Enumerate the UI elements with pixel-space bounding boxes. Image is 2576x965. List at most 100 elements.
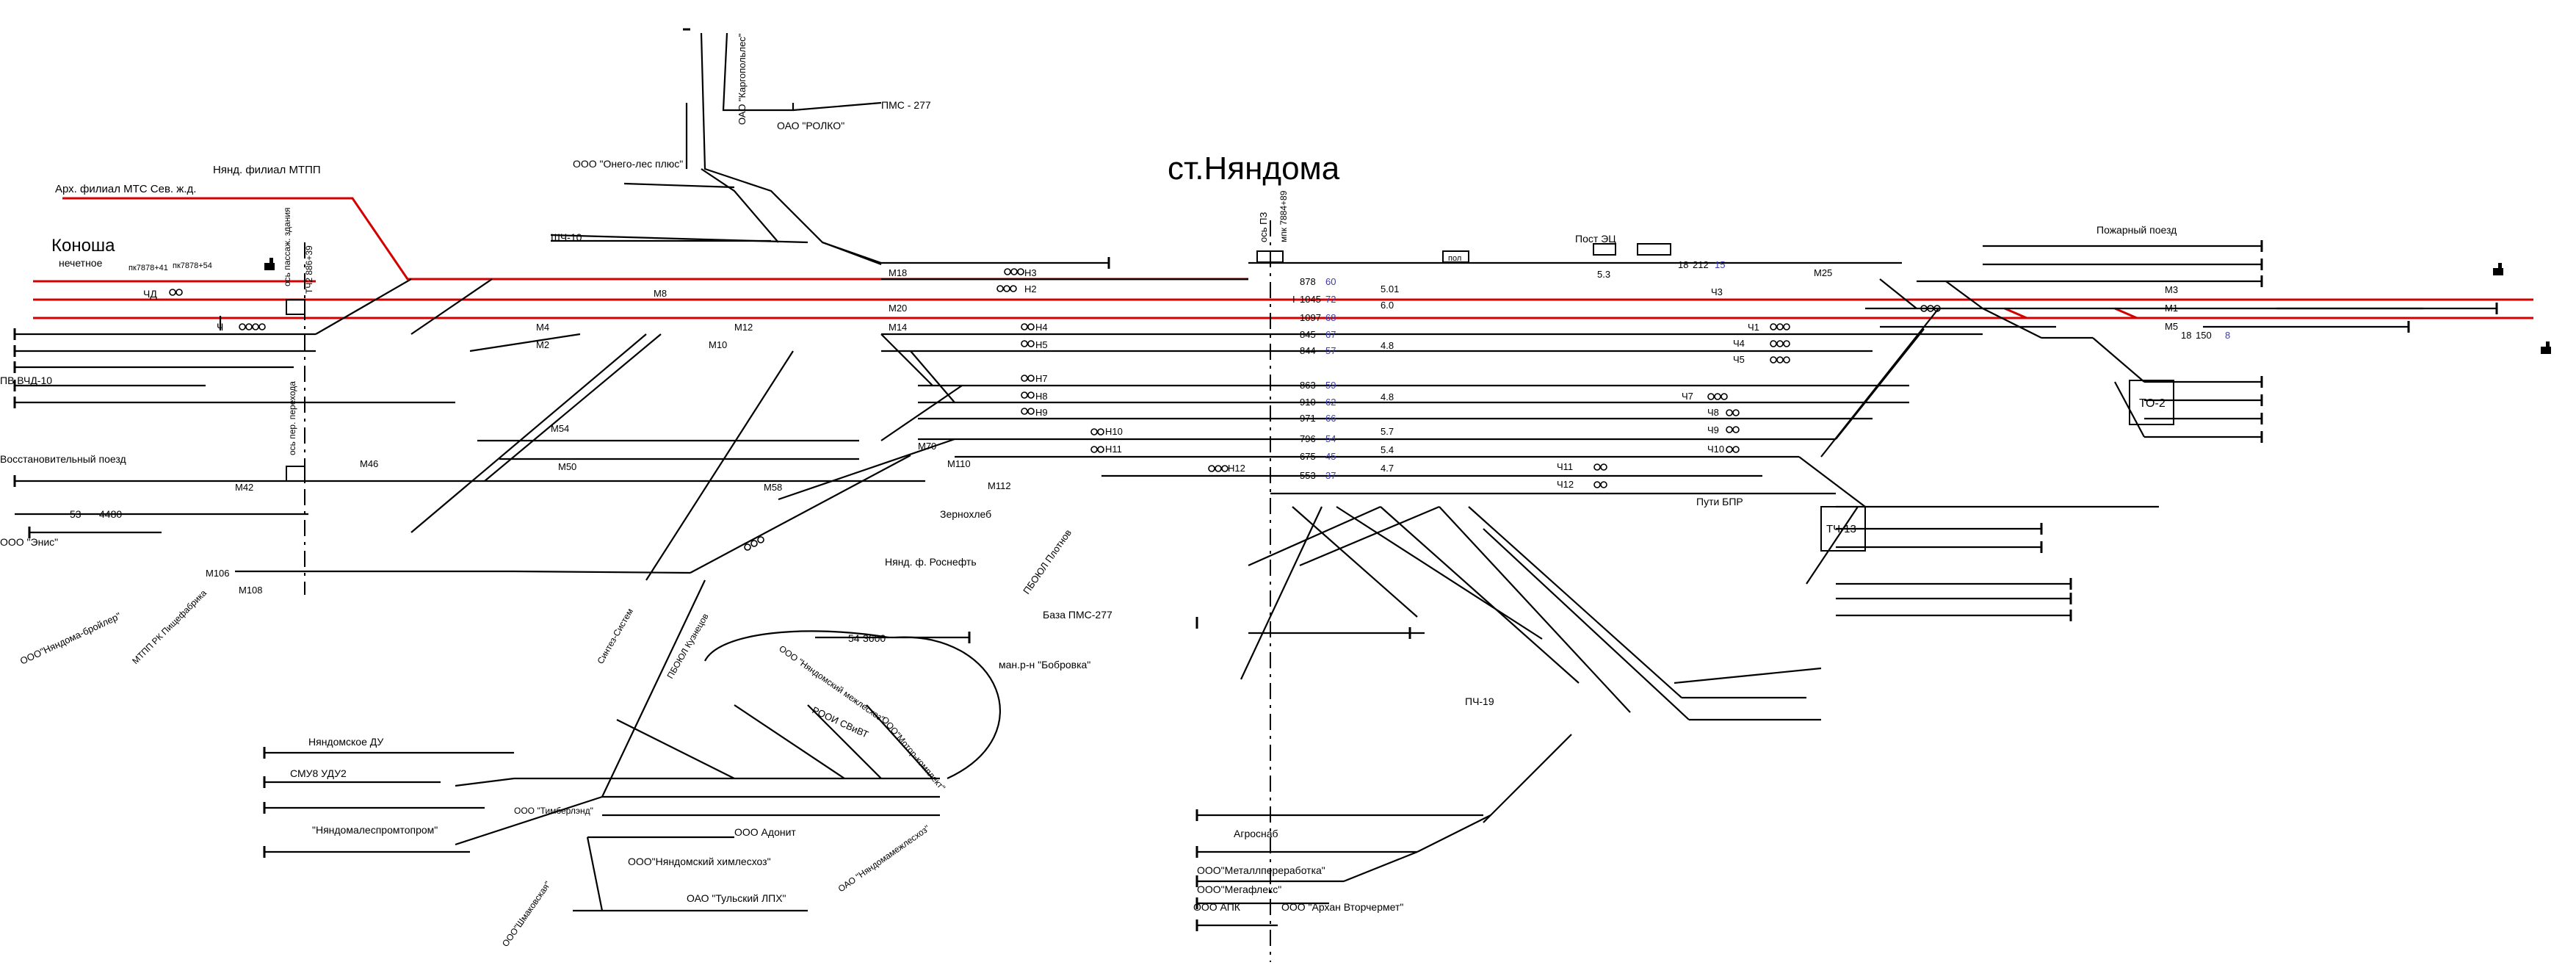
label-zernohleb: Зернохлеб [940,508,991,520]
svg-text:Ч11: Ч11 [1557,461,1573,472]
label-onego: ООО "Онего-лес плюс" [573,158,683,170]
label-pos-pass: ось пассаж. здания [282,207,292,286]
svg-text:5.3: 5.3 [1597,269,1610,280]
track-5-num: 844 [1300,345,1316,356]
label-sintez: Синтез-Систем [595,607,635,666]
svg-text:М20: М20 [889,303,907,314]
track-11-num: 675 [1300,451,1316,462]
track-5-extra: 4.8 [1381,340,1394,351]
label-pch-vchd: ПВ ВЧД-10 [0,375,52,386]
track-11-extra: 5.4 [1381,444,1394,455]
track-I-extra: 6.0 [1381,300,1394,311]
ark-filial-line [62,197,1248,281]
label-nyand-rosneft: Нянд. ф. Роснефть [885,556,977,568]
svg-text:М46: М46 [360,458,378,469]
svg-text:М70: М70 [918,441,936,452]
tch13-building [1820,506,1866,552]
track-I-len: 72 [1325,294,1336,305]
label-shch: ШЧ-10 [551,231,582,243]
svg-text:М110: М110 [947,458,971,469]
label-tulsky: ОАО "Тульский ЛПХ" [687,892,786,904]
label-west-sub: нечетное [59,257,103,269]
track-7-num: 863 [1300,380,1316,391]
label-os-pz: ось ПЗ [1258,212,1269,242]
track-8-extra: 4.8 [1381,391,1394,402]
svg-text:Ч5: Ч5 [1733,354,1745,365]
svg-text:212: 212 [1693,259,1709,270]
label-pos: пол [1448,254,1461,263]
track-3-extra: 5.01 [1381,283,1399,294]
label-west-direction: Коноша [51,236,115,256]
label-pbo-plotnikov: ПБОЮЛ Плотнов [1021,527,1074,596]
label-shmakov: ООО"Шмаковская" [500,879,553,948]
svg-text:Ч1: Ч1 [1748,322,1759,333]
svg-text:Н12: Н12 [1228,463,1245,474]
label-post-ec: Пост ЭЦ [1575,233,1616,245]
post-ec-building [1593,243,1616,256]
track-12-extra: 4.7 [1381,463,1394,474]
svg-text:Ч8: Ч8 [1707,407,1719,418]
track-9-num: 971 [1300,413,1316,424]
svg-text:Ч7: Ч7 [1682,391,1693,402]
label-adonit: ООО Адонит [734,826,796,838]
label-pozh-poezd: Пожарный поезд [2096,224,2177,236]
svg-text:М106: М106 [206,568,230,579]
svg-text:Н8: Н8 [1035,391,1048,402]
svg-text:М5: М5 [2165,321,2178,332]
text-layer: Арх. филиал МТС Сев. ж.д. Нянд. филиал М… [0,33,2230,949]
svg-text:150: 150 [2196,330,2212,341]
svg-text:Н9: Н9 [1035,407,1048,418]
label-to2: ТО-2 [2139,397,2166,410]
svg-text:М8: М8 [654,288,667,299]
label-megaflex: ООО"Мегафлекс" [1197,883,1281,895]
label-mpk-ark: мпк 7884+89 [1278,190,1289,242]
svg-text:54: 54 [848,632,860,644]
label-apk: ООО АПК [1193,901,1241,913]
svg-text:Н3: Н3 [1024,267,1037,278]
to2-building [2129,380,2174,425]
signal-labels: М18 М20 М14 М10 М8 М4 М2 М12 М42 М46 М50… [206,267,2178,596]
label-pk-left1: пк7878+41 [129,264,168,272]
track-8-len: 62 [1325,397,1336,408]
label-pms: ПМС - 277 [881,99,931,111]
label-nyand-filial: Нянд. филиал МТПП [213,164,321,176]
track-10-extra: 5.7 [1381,426,1394,437]
svg-text:М58: М58 [764,482,782,493]
label-arhan-vtormet: ООО "Архан Вторчермет" [1281,901,1403,913]
track-3-num: 878 [1300,276,1316,287]
track-4-len: 67 [1325,329,1336,340]
label-baza-pms: База ПМС-277 [1043,609,1112,621]
svg-text:Н7: Н7 [1035,373,1048,384]
track-II-num: 1097 [1300,312,1321,323]
depot-icons [264,258,2551,354]
track-10-num: 796 [1300,433,1316,444]
svg-text:М3: М3 [2165,284,2178,295]
label-smu: СМУ8 УДУ2 [290,767,347,779]
label-nyand-les: "Няндомалеспромтопром" [312,824,438,836]
svg-text:Н2: Н2 [1024,283,1037,294]
svg-text:4480: 4480 [99,508,122,520]
track-10-len: 54 [1325,433,1336,444]
label-nyand-du: Няндомское ДУ [308,736,383,748]
label-ark-filial: Арх. филиал МТС Сев. ж.д. [55,183,196,195]
track-12-len: 37 [1325,470,1336,481]
label-vosst: Восстановительный поезд [0,453,126,465]
track-I-label: I [1292,294,1295,305]
label-metallpererab: ООО"Металлпереработка" [1197,864,1325,876]
label-motorkom: ООО"Мотор-комплект" [880,715,947,792]
main-tracks [33,197,2533,319]
svg-text:15: 15 [1715,259,1725,270]
svg-text:8: 8 [2225,330,2230,341]
svg-text:3600: 3600 [863,632,886,644]
label-ch: Ч [217,321,223,333]
label-kargopol: ОАО "Каргопольлес" [737,33,748,125]
svg-text:М108: М108 [239,585,263,596]
label-tch13: ТЧ-13 [1826,523,1856,535]
svg-text:Н5: Н5 [1035,339,1048,350]
track-9-len: 66 [1325,413,1336,424]
label-mtpp-pitsh: МТПП РК Пищефабрика [130,588,209,666]
label-enis: ООО "Энис" [0,536,58,548]
track-I-num: 1045 [1300,294,1321,305]
svg-text:М4: М4 [536,322,549,333]
